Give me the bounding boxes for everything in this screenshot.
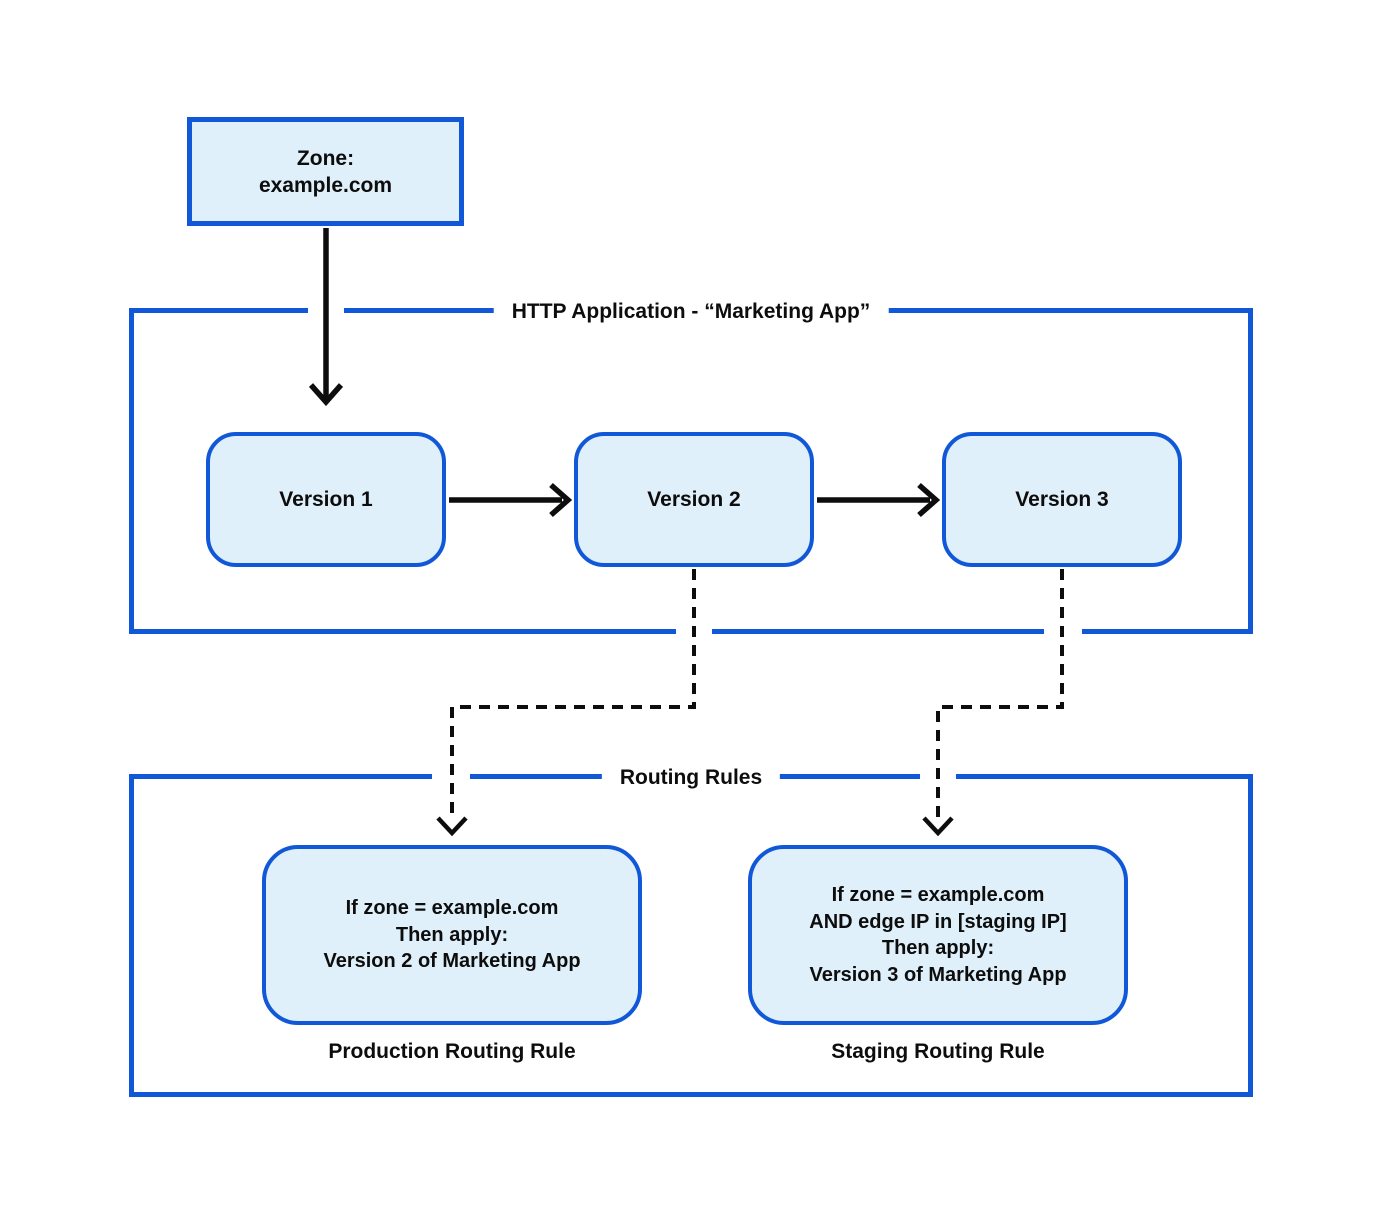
- version-3-node: Version 3: [942, 432, 1182, 567]
- version-1-node: Version 1: [206, 432, 446, 567]
- staging-rule-node: If zone = example.com AND edge IP in [st…: [748, 845, 1128, 1025]
- zone-node-title: Zone:: [296, 146, 355, 170]
- staging-rule-line: If zone = example.com: [831, 884, 1045, 906]
- version-1-label: Version 1: [279, 487, 373, 511]
- production-rule-line: Version 2 of Marketing App: [323, 950, 581, 973]
- production-rule-caption: Production Routing Rule: [328, 1040, 576, 1063]
- production-rule-line: If zone = example.com: [345, 897, 559, 920]
- routing-rules-label: Routing Rules: [601, 763, 781, 794]
- zone-node: Zone: example.com: [187, 117, 464, 226]
- version-2-node: Version 2: [574, 432, 814, 567]
- version-3-label: Version 3: [1015, 487, 1109, 511]
- http-application-label: HTTP Application - “Marketing App”: [493, 297, 889, 328]
- staging-rule-line: Then apply:: [881, 937, 995, 959]
- staging-rule-caption: Staging Routing Rule: [831, 1040, 1045, 1063]
- staging-rule-line: AND edge IP in [staging IP]: [809, 910, 1067, 933]
- version-2-label: Version 2: [647, 487, 741, 511]
- production-rule-line: Then apply:: [395, 923, 509, 946]
- staging-rule-line: Version 3 of Marketing App: [809, 963, 1067, 986]
- zone-node-domain: example.com: [258, 173, 393, 197]
- production-rule-node: If zone = example.com Then apply: Versio…: [262, 845, 642, 1025]
